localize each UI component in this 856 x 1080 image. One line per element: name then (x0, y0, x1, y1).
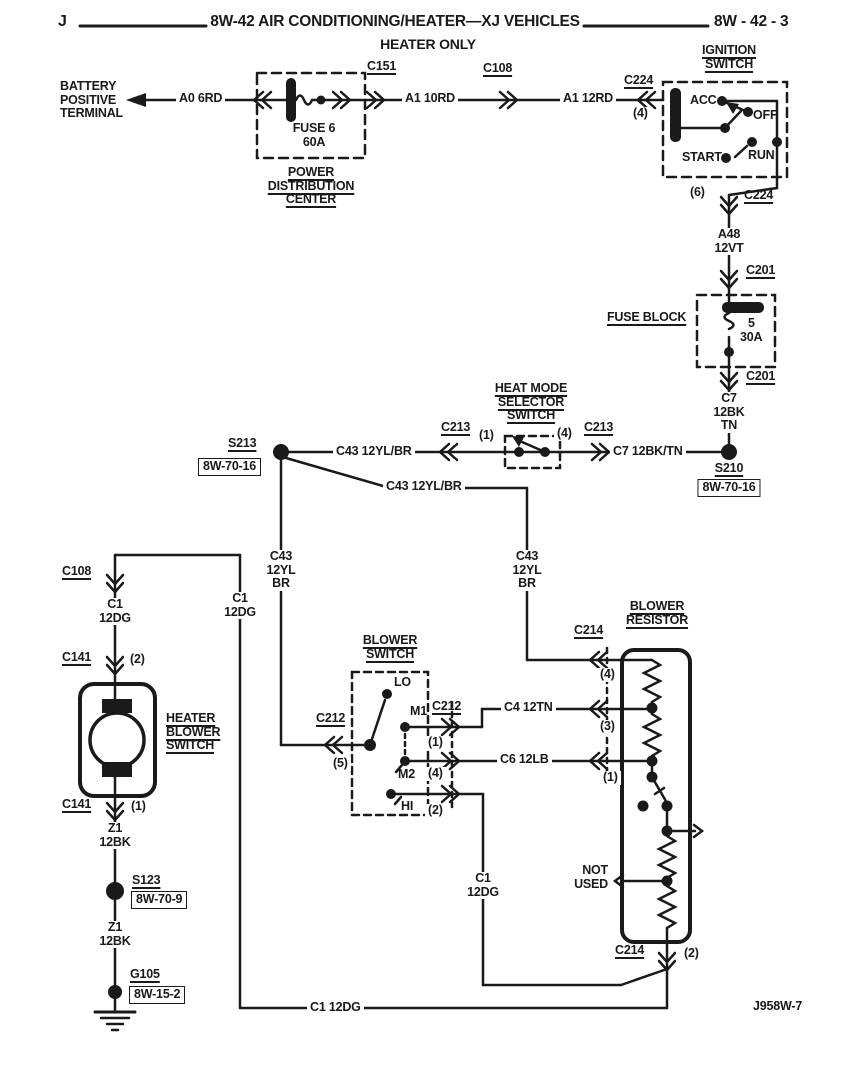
ignition-switch-label: IGNITION SWITCH (702, 43, 756, 71)
splice-label-s213: S213 (228, 436, 257, 450)
wire-label-z1-stack-2: Z1 12BK (96, 920, 134, 948)
ignition-acc-label: ACC (690, 93, 717, 107)
connector-label-c214-bottom: C214 (615, 943, 645, 957)
wire-label-a1-10rd: A1 10RD (402, 91, 459, 106)
wire-label-c43-stack-left: C43 12YL BR (263, 549, 299, 591)
power-distribution-center-box (255, 71, 367, 160)
connector-label-c214-top: C214 (574, 623, 604, 637)
blower-switch-m2-label: M2 (398, 767, 415, 781)
splice-ref-s210: 8W-70-16 (697, 479, 761, 497)
pin-label-c212-2: (2) (425, 803, 446, 818)
splice-ref-s123: 8W-70-9 (131, 891, 188, 909)
battery-arrow (126, 93, 146, 107)
connector-label-c151: C151 (367, 59, 397, 73)
pin-label-c141-1: (1) (128, 799, 149, 814)
pin-label-c212-5: (5) (330, 756, 351, 771)
connector-label-c213-right: C213 (584, 420, 614, 434)
pin-label-c224-6: (6) (690, 185, 705, 199)
wire-label-z1-stack-1: Z1 12BK (96, 821, 134, 849)
fuse-block-box (695, 293, 777, 369)
heat-mode-blade-arrow (512, 436, 524, 447)
wire-label-c1-stack-left: C1 12DG (96, 597, 134, 625)
page-corner-letter: J (58, 13, 67, 30)
connector-label-c108-left: C108 (62, 564, 92, 578)
wire-label-c4-12tn: C4 12TN (501, 700, 556, 715)
connector-label-c212-right: C212 (432, 699, 462, 713)
connector-label-c201-top: C201 (746, 263, 776, 277)
ignition-off-label: OFF (753, 108, 778, 122)
wire-label-c1-stack-hi: C1 12DG (464, 871, 502, 899)
heater-blower-switch-label: HEATER BLOWER SWITCH (166, 711, 221, 752)
fuse-5-rating: 30A (740, 330, 763, 344)
pin-label-c213-1: (1) (476, 428, 497, 443)
pin-label-c212-1: (1) (425, 735, 446, 750)
wire-label-a1-12rd: A1 12RD (560, 91, 617, 106)
not-used-label: NOT USED (574, 863, 608, 891)
connector-label-c141-top: C141 (62, 650, 92, 664)
ground-label-g105: G105 (130, 967, 160, 981)
pdc-fuse-label: FUSE 6 60A (292, 121, 336, 149)
blower-resistor-label: BLOWER RESISTOR (625, 599, 689, 627)
blower-switch-hi-label: HI (401, 799, 414, 813)
fuse-6-element (286, 78, 296, 122)
wire-label-c43-stack-right: C43 12YL BR (509, 549, 545, 591)
page-code: 8W - 42 - 3 (714, 13, 789, 30)
wire-label-c7-12bk-tn-stack: C7 12BK TN (710, 391, 748, 433)
connector-label-c201-bottom: C201 (746, 369, 776, 383)
blower-switch-m1-label: M1 (410, 704, 427, 718)
s213-splice-dot (273, 444, 289, 460)
heater-blower-motor-symbol (78, 682, 157, 798)
wire-label-c6-12lb: C6 12LB (497, 752, 552, 767)
wire-label-a48-12vt: A48 12VT (711, 227, 747, 255)
pin-label-c214-1: (1) (600, 770, 621, 785)
connector-label-c224-bottom: C224 (744, 188, 774, 202)
wire-label-c1-stack-mid: C1 12DG (221, 591, 259, 619)
splice-ref-s213: 8W-70-16 (198, 458, 262, 476)
footer-code: J958W-7 (753, 999, 803, 1013)
connector-label-c108-top: C108 (483, 61, 513, 75)
connector-label-c212-left: C212 (316, 711, 346, 725)
fuse-5-element (722, 302, 764, 313)
wire-label-c43-inline-1: C43 12YL/BR (333, 444, 415, 459)
ground-symbol (93, 1010, 137, 1032)
s210-splice-dot (721, 444, 737, 460)
ground-ref-g105: 8W-15-2 (129, 986, 186, 1004)
blower-switch-label: BLOWER SWITCH (362, 633, 418, 661)
pin-label-c224-4: (4) (630, 106, 651, 121)
s123-splice-dot (106, 882, 124, 900)
fuse-5-number: 5 (748, 316, 755, 330)
connector-label-c213-left: C213 (441, 420, 471, 434)
wire-label-a0-6rd: A0 6RD (176, 91, 226, 106)
connector-label-c141-bottom: C141 (62, 797, 92, 811)
fuse-block-label: FUSE BLOCK (607, 310, 687, 324)
splice-label-s123: S123 (132, 873, 161, 887)
battery-positive-terminal-label: BATTERY POSITIVE TERMINAL (60, 79, 123, 120)
splice-label-s210: S210 (714, 461, 744, 475)
pin-label-c214-3: (3) (597, 719, 618, 734)
pin-label-c213-4: (4) (554, 426, 575, 441)
wire-label-c1-inline: C1 12DG (307, 1000, 364, 1015)
ignition-blade-arrow (726, 102, 739, 114)
pin-label-c214-4: (4) (597, 667, 618, 682)
page-subtitle: HEATER ONLY (380, 36, 476, 52)
heat-mode-selector-label: HEAT MODE SELECTOR SWITCH (494, 381, 568, 422)
wire-label-c43-inline-2: C43 12YL/BR (383, 479, 465, 494)
connector-label-c224-top: C224 (624, 73, 654, 87)
wire-label-c7-inline: C7 12BK/TN (610, 444, 686, 459)
g105-splice-dot (108, 985, 122, 999)
blower-switch-lo-label: LO (394, 675, 411, 689)
blower-resistor-box (620, 648, 692, 944)
page-title: 8W-42 AIR CONDITIONING/HEATER—XJ VEHICLE… (210, 13, 580, 30)
power-distribution-center-label: POWER DISTRIBUTION CENTER (267, 165, 355, 206)
heat-mode-selector-box (503, 434, 562, 470)
ignition-start-label: START (682, 150, 722, 164)
pin-label-c212-4: (4) (425, 766, 446, 781)
blower-resistor-elements (612, 658, 705, 1010)
pin-label-c214-2: (2) (681, 946, 702, 961)
pin-label-c141-2: (2) (127, 652, 148, 667)
ignition-switch-box (661, 80, 789, 190)
ignition-run-label: RUN (748, 148, 775, 162)
